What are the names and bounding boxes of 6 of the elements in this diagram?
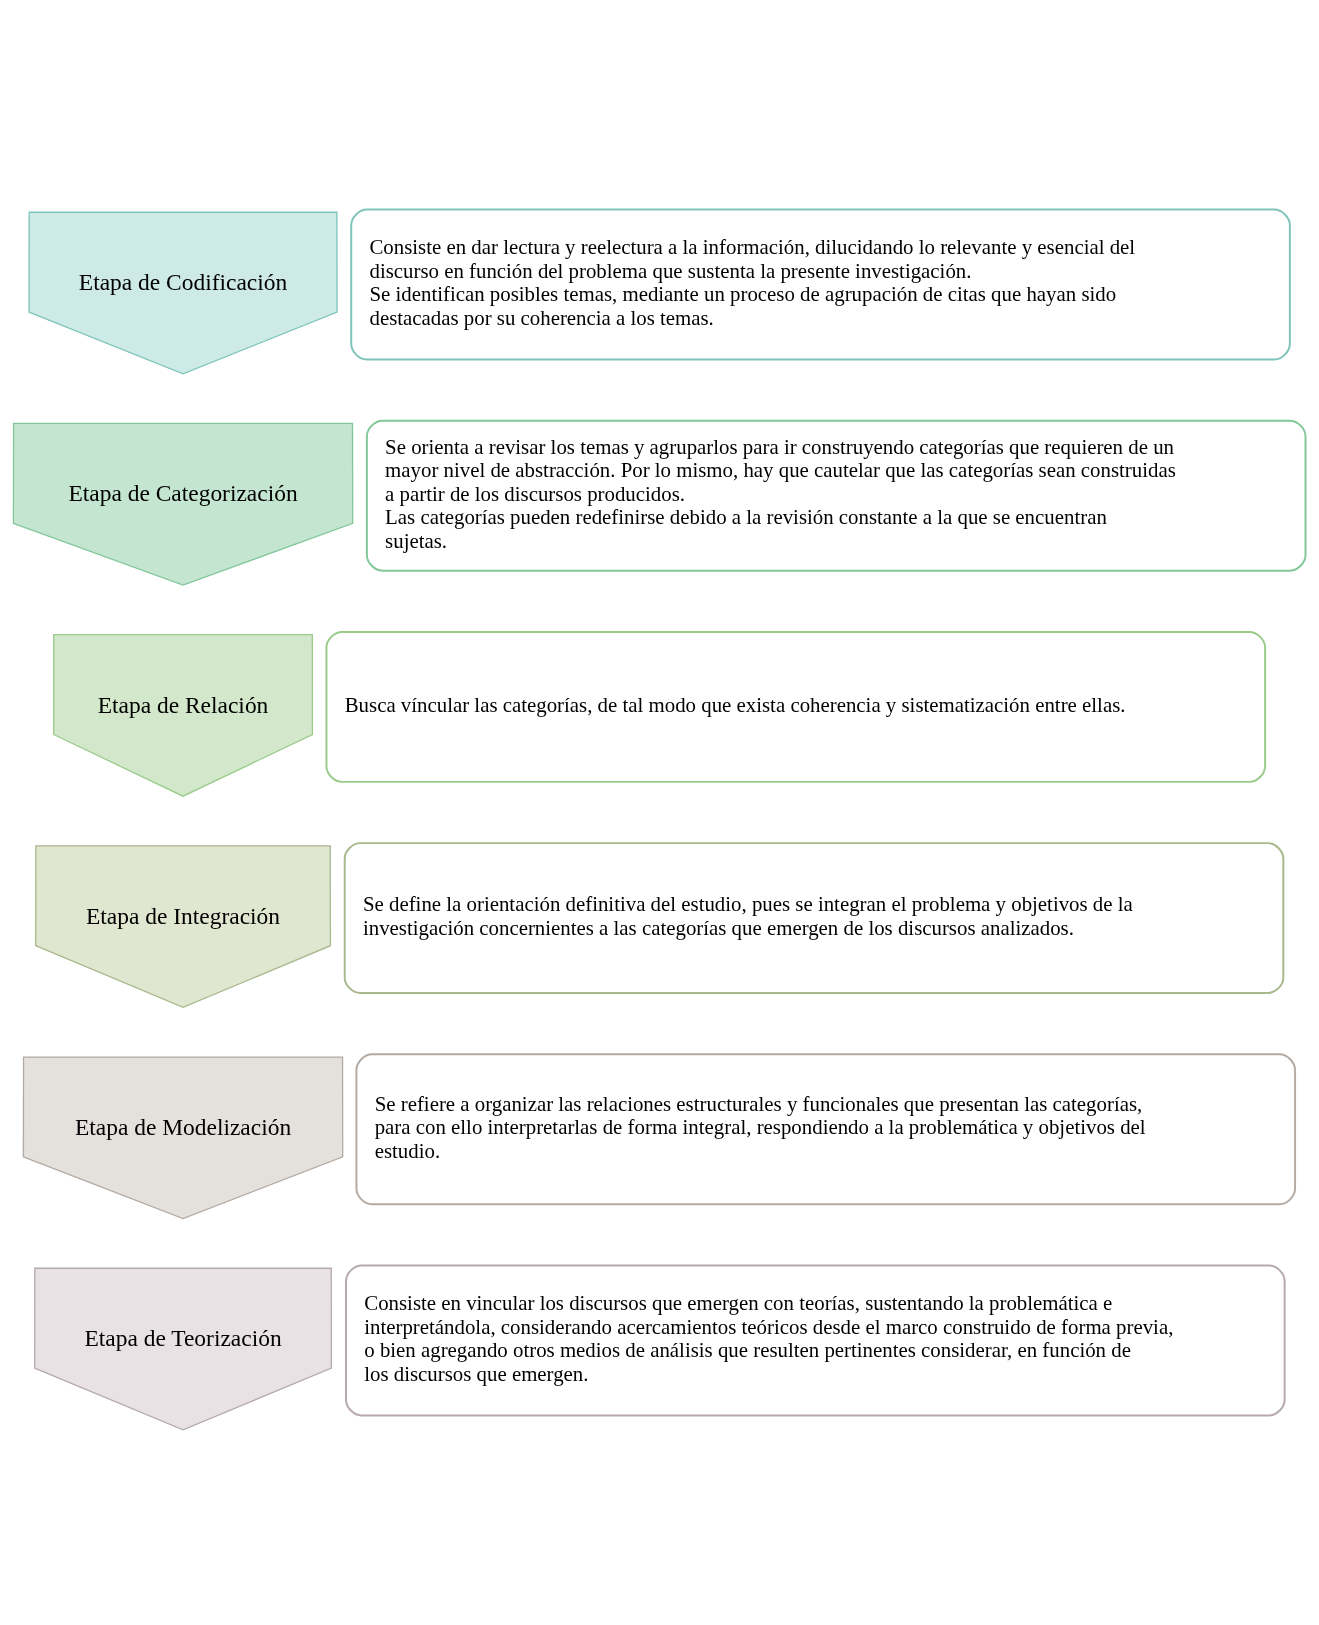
node-box: Consiste en dar lectura y reelectura a la información, dilucidando lo relevante y esencial del discurso en función del problema que sustenta la presente investigación. Se identifican posibles temas, mediante un proceso de agrupación de citas que hayan sido destacadas por su coherencia a los temas. (350, 208, 1291, 361)
node-box: Se refiere a organizar las relaciones estructurales y funcionales que presentan las categorías, para con ello interpretarlas de forma integral, respondiendo a la problemática y objetivos del estudio. (355, 1053, 1297, 1206)
node-box: Consiste en vincular los discursos que emergen con teorías, sustentando la problemática e interpretándola, considerando acercamientos teóricos desde el marco construido de forma previa, o bien agregando otros medios de análisis que resulten pertinentes considerar, en función de los discursos que emergen. (345, 1264, 1286, 1417)
node-box: Busca víncular las categorías, de tal modo que exista coherencia y sistematización entre ellas. (325, 630, 1267, 783)
node-box: Se define la orientación definitiva del estudio, pues se integran el problema y objetivos de la investigación concernientes a las categorías que emergen de los discursos analizados. (343, 842, 1285, 995)
node-box: Se orienta a revisar los temas y agruparlos para ir construyendo categorías que requieren de un mayor nivel de abstracción. Por lo mismo, hay que cautelar que las categorías sean construidas a partir de los discursos producidos. Las categorías pueden redefinirse debido a la revisión constante a la que se encuentran sujetas. (365, 419, 1307, 572)
